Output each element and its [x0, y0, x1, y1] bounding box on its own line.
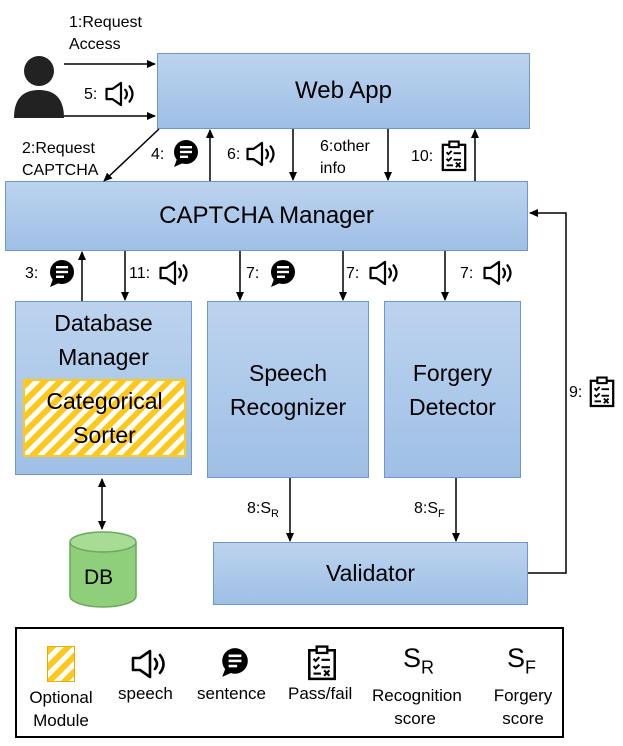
db-label: DB — [84, 566, 114, 589]
edge-4-label: 4: — [151, 146, 165, 163]
edge-6-label: 6: — [227, 146, 241, 163]
speech-recognizer-label: Speech Recognizer — [229, 359, 347, 420]
edge-11-label: 11: — [129, 265, 151, 282]
speaker-icon — [482, 259, 516, 287]
legend-sf-label: Forgery score — [493, 686, 553, 728]
categorical-sorter-box: Categorical Sorter — [23, 379, 186, 457]
clipboard-check-icon — [588, 375, 616, 409]
edge-8f-label: 8:SF — [414, 500, 445, 521]
chat-bubble-icon — [219, 646, 251, 678]
legend-sr-label: Recognition score — [372, 686, 462, 728]
legend — [15, 627, 564, 738]
chat-bubble-icon — [47, 258, 77, 288]
chat-bubble-icon — [268, 258, 298, 288]
speaker-icon — [104, 80, 138, 108]
legend-passfail-label: Pass/fail — [288, 684, 353, 703]
database-manager-label: Database Manager — [54, 310, 153, 370]
web-app-label: Web App — [295, 77, 392, 104]
categorical-sorter-label: Categorical Sorter — [46, 388, 163, 448]
edge-10-label: 10: — [411, 148, 434, 165]
clipboard-check-icon — [440, 140, 468, 172]
arrow-request-captcha — [103, 128, 160, 182]
legend-optional-swatch — [47, 646, 75, 682]
edge-7b-label: 7: — [346, 265, 360, 282]
forgery-detector-label: Forgery Detector — [409, 359, 496, 420]
speech-recognizer-box: Speech Recognizer — [207, 301, 369, 478]
edge-7a-label: 7: — [246, 265, 260, 282]
captcha-manager-label: CAPTCHA Manager — [159, 202, 374, 229]
clipboard-check-icon — [306, 645, 338, 681]
forgery-detector-box: Forgery Detector — [384, 301, 521, 478]
edge-2-label: 2:Request CAPTCHA — [22, 140, 99, 179]
arrow-9 — [528, 209, 567, 574]
edge-1-label: 1:Request Access — [69, 14, 142, 53]
legend-sf-symbol: SF — [507, 643, 537, 678]
legend-sentence-label: sentence — [197, 684, 266, 703]
edge-6-other-info-label: 6:other info — [320, 138, 370, 177]
edge-8r-label: 8:SR — [247, 500, 279, 521]
validator-label: Validator — [325, 560, 416, 586]
legend-optional-label: Optional Module — [29, 688, 93, 730]
chat-bubble-icon — [171, 138, 201, 168]
edge-7c-label: 7: — [460, 265, 474, 282]
legend-speech-label: speech — [118, 684, 173, 703]
web-app-box: Web App — [157, 53, 530, 129]
user-icon — [14, 56, 64, 118]
legend-sr-symbol: SR — [403, 643, 435, 678]
speaker-icon — [130, 648, 170, 680]
speaker-icon — [245, 140, 279, 168]
speaker-icon — [368, 259, 402, 287]
captcha-manager-box: CAPTCHA Manager — [5, 181, 528, 251]
edge-3-label: 3: — [25, 265, 39, 282]
edge-5-label: 5: — [84, 86, 98, 103]
speaker-icon — [158, 259, 192, 287]
db-cylinder — [69, 531, 137, 608]
validator-box: Validator — [213, 542, 528, 605]
edge-9-label: 9: — [569, 384, 583, 401]
